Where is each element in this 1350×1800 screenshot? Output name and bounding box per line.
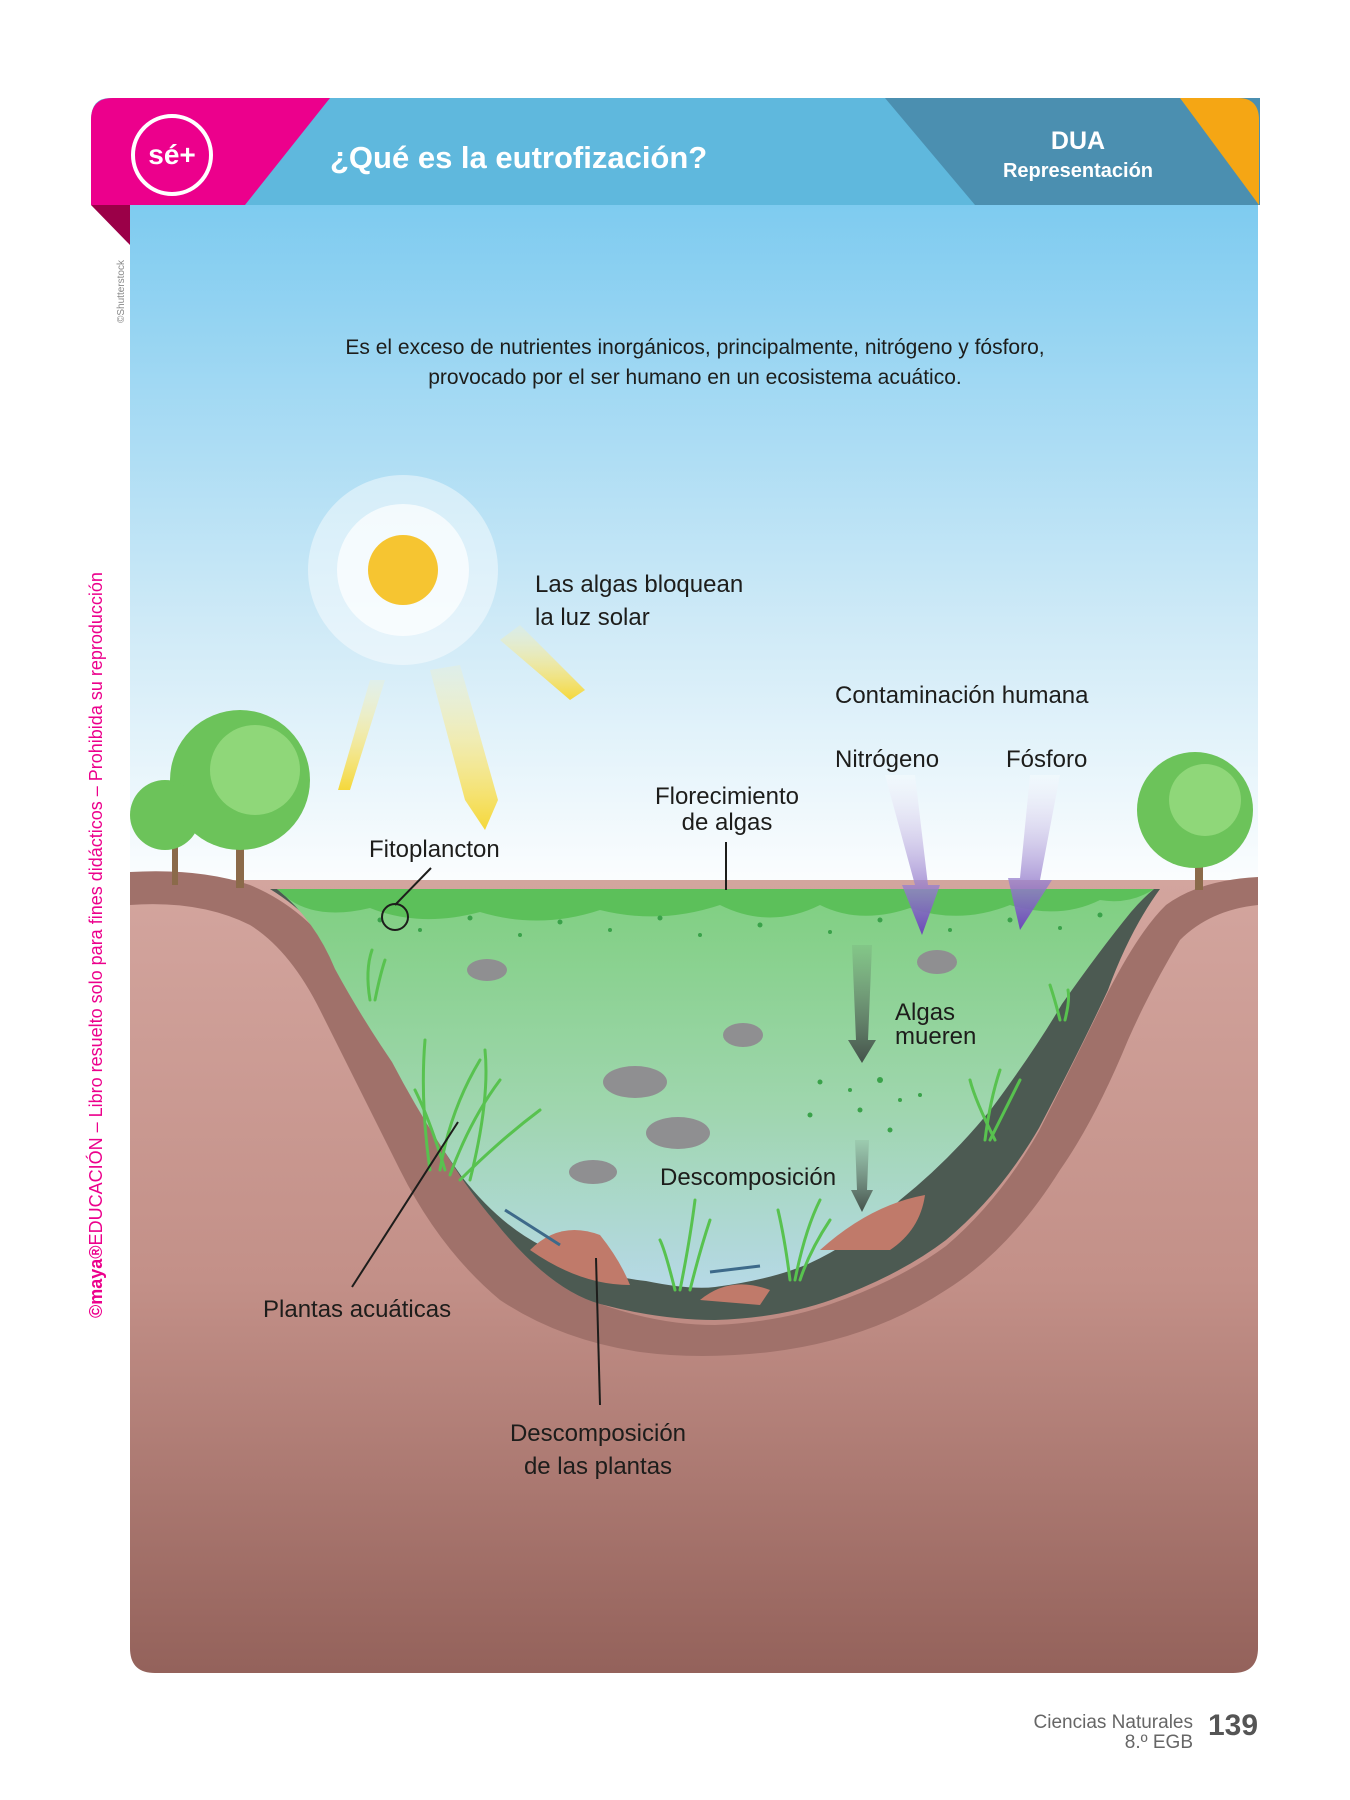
label-algae-block-1: Las algas bloquean (535, 571, 743, 598)
soil-band (130, 871, 1258, 1356)
sky (130, 205, 1258, 905)
label-phosphorus: Fósforo (1006, 746, 1087, 773)
label-algae-block-2: la luz solar (535, 604, 650, 631)
aquatic-plants (366, 948, 1071, 1292)
footer-subject: Ciencias Naturales (1034, 1712, 1193, 1733)
label-aquatic-plants: Plantas acuáticas (263, 1296, 451, 1323)
footer-grade: 8.º EGB (1125, 1732, 1193, 1753)
sun-icon (308, 475, 498, 665)
lake-water (277, 889, 1154, 1288)
intro-line-1: Es el exceso de nutrientes inorgánicos, … (345, 336, 1044, 359)
pollution-arrows (885, 775, 1060, 935)
sunlight-rays (338, 625, 585, 830)
label-plant-decomp-2: de las plantas (524, 1453, 672, 1480)
illustration-panel (130, 205, 1258, 1673)
label-nitrogen: Nitrógeno (835, 746, 939, 773)
label-bloom-2: de algas (682, 809, 773, 836)
logo: sé+ (131, 114, 213, 196)
phytoplankton-dots (377, 912, 1103, 1133)
badge-subtitle: Representación (1003, 160, 1153, 182)
leader-lines (351, 842, 727, 1406)
side-copyright-text: EDUCACIÓN – Libro resuelto solo para fin… (85, 572, 106, 1245)
page-title: ¿Qué es la eutrofización? (330, 140, 707, 175)
logo-text: sé+ (148, 139, 196, 170)
label-pollution: Contaminación humana (835, 682, 1089, 709)
badge-title: DUA (1051, 127, 1105, 155)
brand: ©maya® (86, 1245, 106, 1318)
label-algae-die-2: mueren (895, 1023, 976, 1050)
sinking-arrows (848, 945, 876, 1212)
label-algae-die-1: Algas (895, 999, 955, 1026)
label-decomposition: Descomposición (660, 1164, 836, 1191)
decomposing-plants (530, 1195, 925, 1305)
side-copyright: ©maya®EDUCACIÓN – Libro resuelto solo pa… (85, 572, 106, 1318)
page-number: 139 (1208, 1709, 1258, 1742)
label-plant-decomp-1: Descomposición (510, 1420, 686, 1447)
fish-skeletons (504, 1208, 761, 1274)
image-credit: ©Shutterstock (116, 259, 127, 323)
tree-right (1137, 752, 1253, 890)
label-bloom-1: Florecimiento (655, 783, 799, 810)
intro-line-2: provocado por el ser humano en un ecosis… (428, 366, 961, 389)
fish-group (467, 950, 957, 1184)
tree-left (130, 710, 310, 888)
label-phytoplankton: Fitoplancton (369, 836, 500, 863)
